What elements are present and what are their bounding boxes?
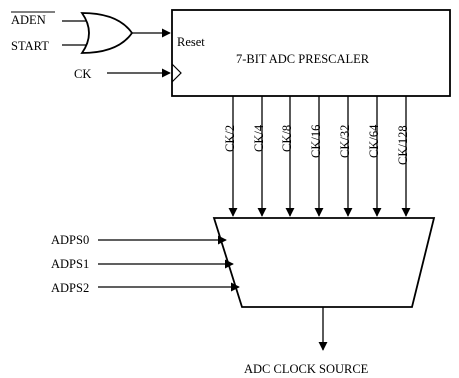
aden-label: ADEN [11, 13, 46, 27]
prescaler-taps: CK/2 CK/4 CK/8 CK/16 CK/32 CK/64 CK/128 [223, 96, 411, 217]
adps1-label: ADPS1 [51, 257, 89, 271]
output-label: ADC CLOCK SOURCE [244, 362, 369, 376]
reset-label: Reset [177, 35, 205, 49]
ck-label: CK [74, 67, 91, 81]
tap-label-ck128: CK/128 [396, 125, 410, 165]
prescaler-title: 7-BIT ADC PRESCALER [236, 52, 370, 66]
tap-label-ck16: CK/16 [309, 125, 323, 158]
tap-label-ck32: CK/32 [338, 125, 352, 158]
clock-triangle-icon [171, 63, 182, 83]
start-label: START [11, 39, 49, 53]
multiplexer [212, 217, 436, 308]
or-gate [80, 12, 134, 54]
tap-label-ck64: CK/64 [367, 124, 381, 158]
tap-label-ck2: CK/2 [223, 125, 237, 152]
tap-label-ck4: CK/4 [252, 124, 266, 152]
adps2-label: ADPS2 [51, 281, 89, 295]
adps0-label: ADPS0 [51, 233, 89, 247]
tap-label-ck8: CK/8 [280, 125, 294, 152]
prescaler-block [171, 9, 451, 97]
